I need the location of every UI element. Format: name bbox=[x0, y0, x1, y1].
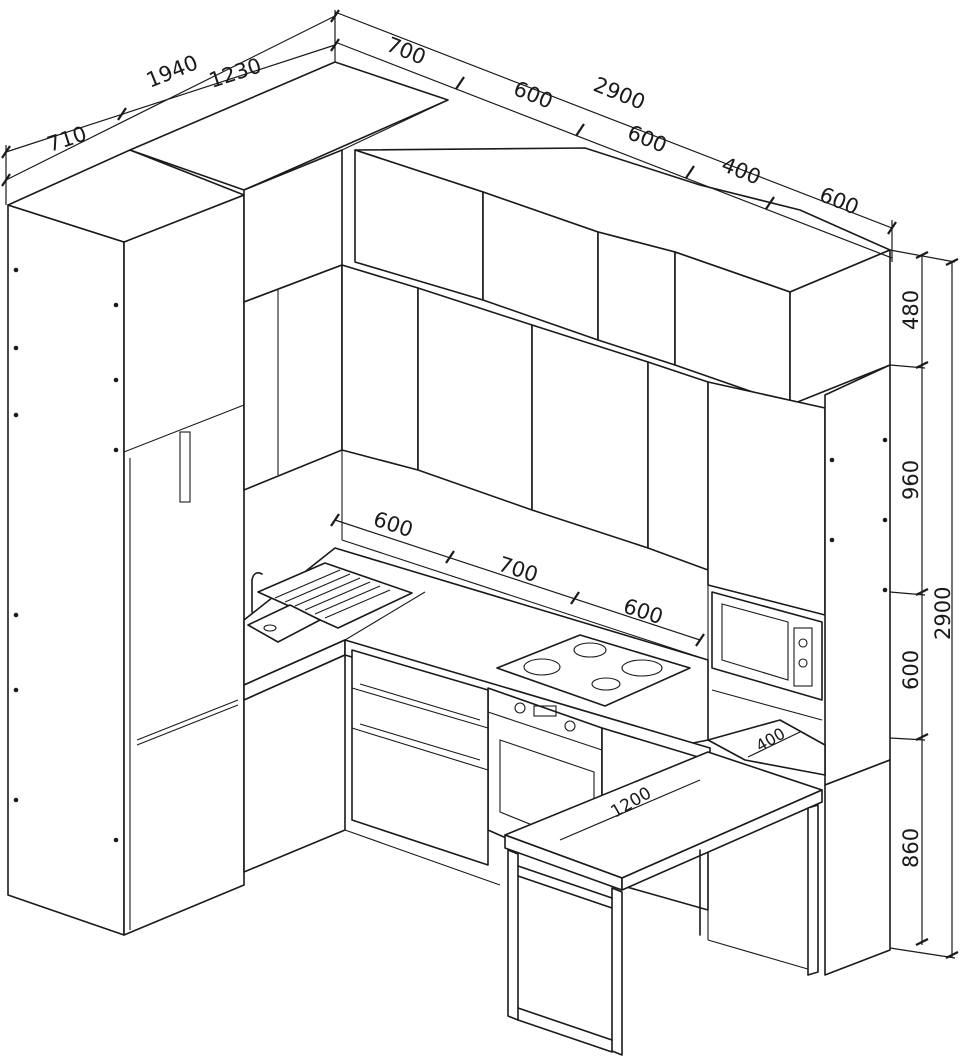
dimension-lines bbox=[1, 9, 959, 959]
dim-height-total: 2900 bbox=[931, 587, 955, 640]
dim-top-right-total: 2900 bbox=[590, 72, 649, 114]
left-wall-cabinets bbox=[129, 61, 449, 860]
tall-cabinet-column bbox=[7, 149, 245, 936]
faucet-shape bbox=[251, 572, 263, 613]
dim-top-right-d: 400 bbox=[718, 152, 764, 189]
cabinet-screw-dots bbox=[13, 267, 119, 843]
breakfast-bar bbox=[504, 751, 823, 1056]
dim-top-left-a: 710 bbox=[44, 122, 90, 157]
dim-top-right-a: 700 bbox=[383, 32, 429, 69]
dim-counter-a: 600 bbox=[370, 507, 416, 542]
dim-height-base: 860 bbox=[899, 828, 923, 868]
cooktop bbox=[496, 634, 691, 707]
dim-height-micro: 600 bbox=[899, 650, 923, 690]
fridge-display-panel bbox=[179, 431, 191, 503]
sink bbox=[247, 562, 413, 643]
dim-counter-c: 600 bbox=[620, 594, 666, 629]
dim-height-upper: 480 bbox=[899, 290, 923, 330]
dim-height-middle: 960 bbox=[899, 460, 923, 500]
back-wall-tall-units bbox=[341, 147, 891, 843]
dim-top-right-c: 600 bbox=[624, 120, 670, 157]
dim-top-right-e: 600 bbox=[816, 182, 862, 219]
dim-counter-b: 700 bbox=[495, 552, 541, 587]
microwave bbox=[711, 591, 823, 721]
dim-top-right-b: 600 bbox=[510, 76, 556, 113]
dim-top-left-b: 1230 bbox=[206, 53, 264, 92]
